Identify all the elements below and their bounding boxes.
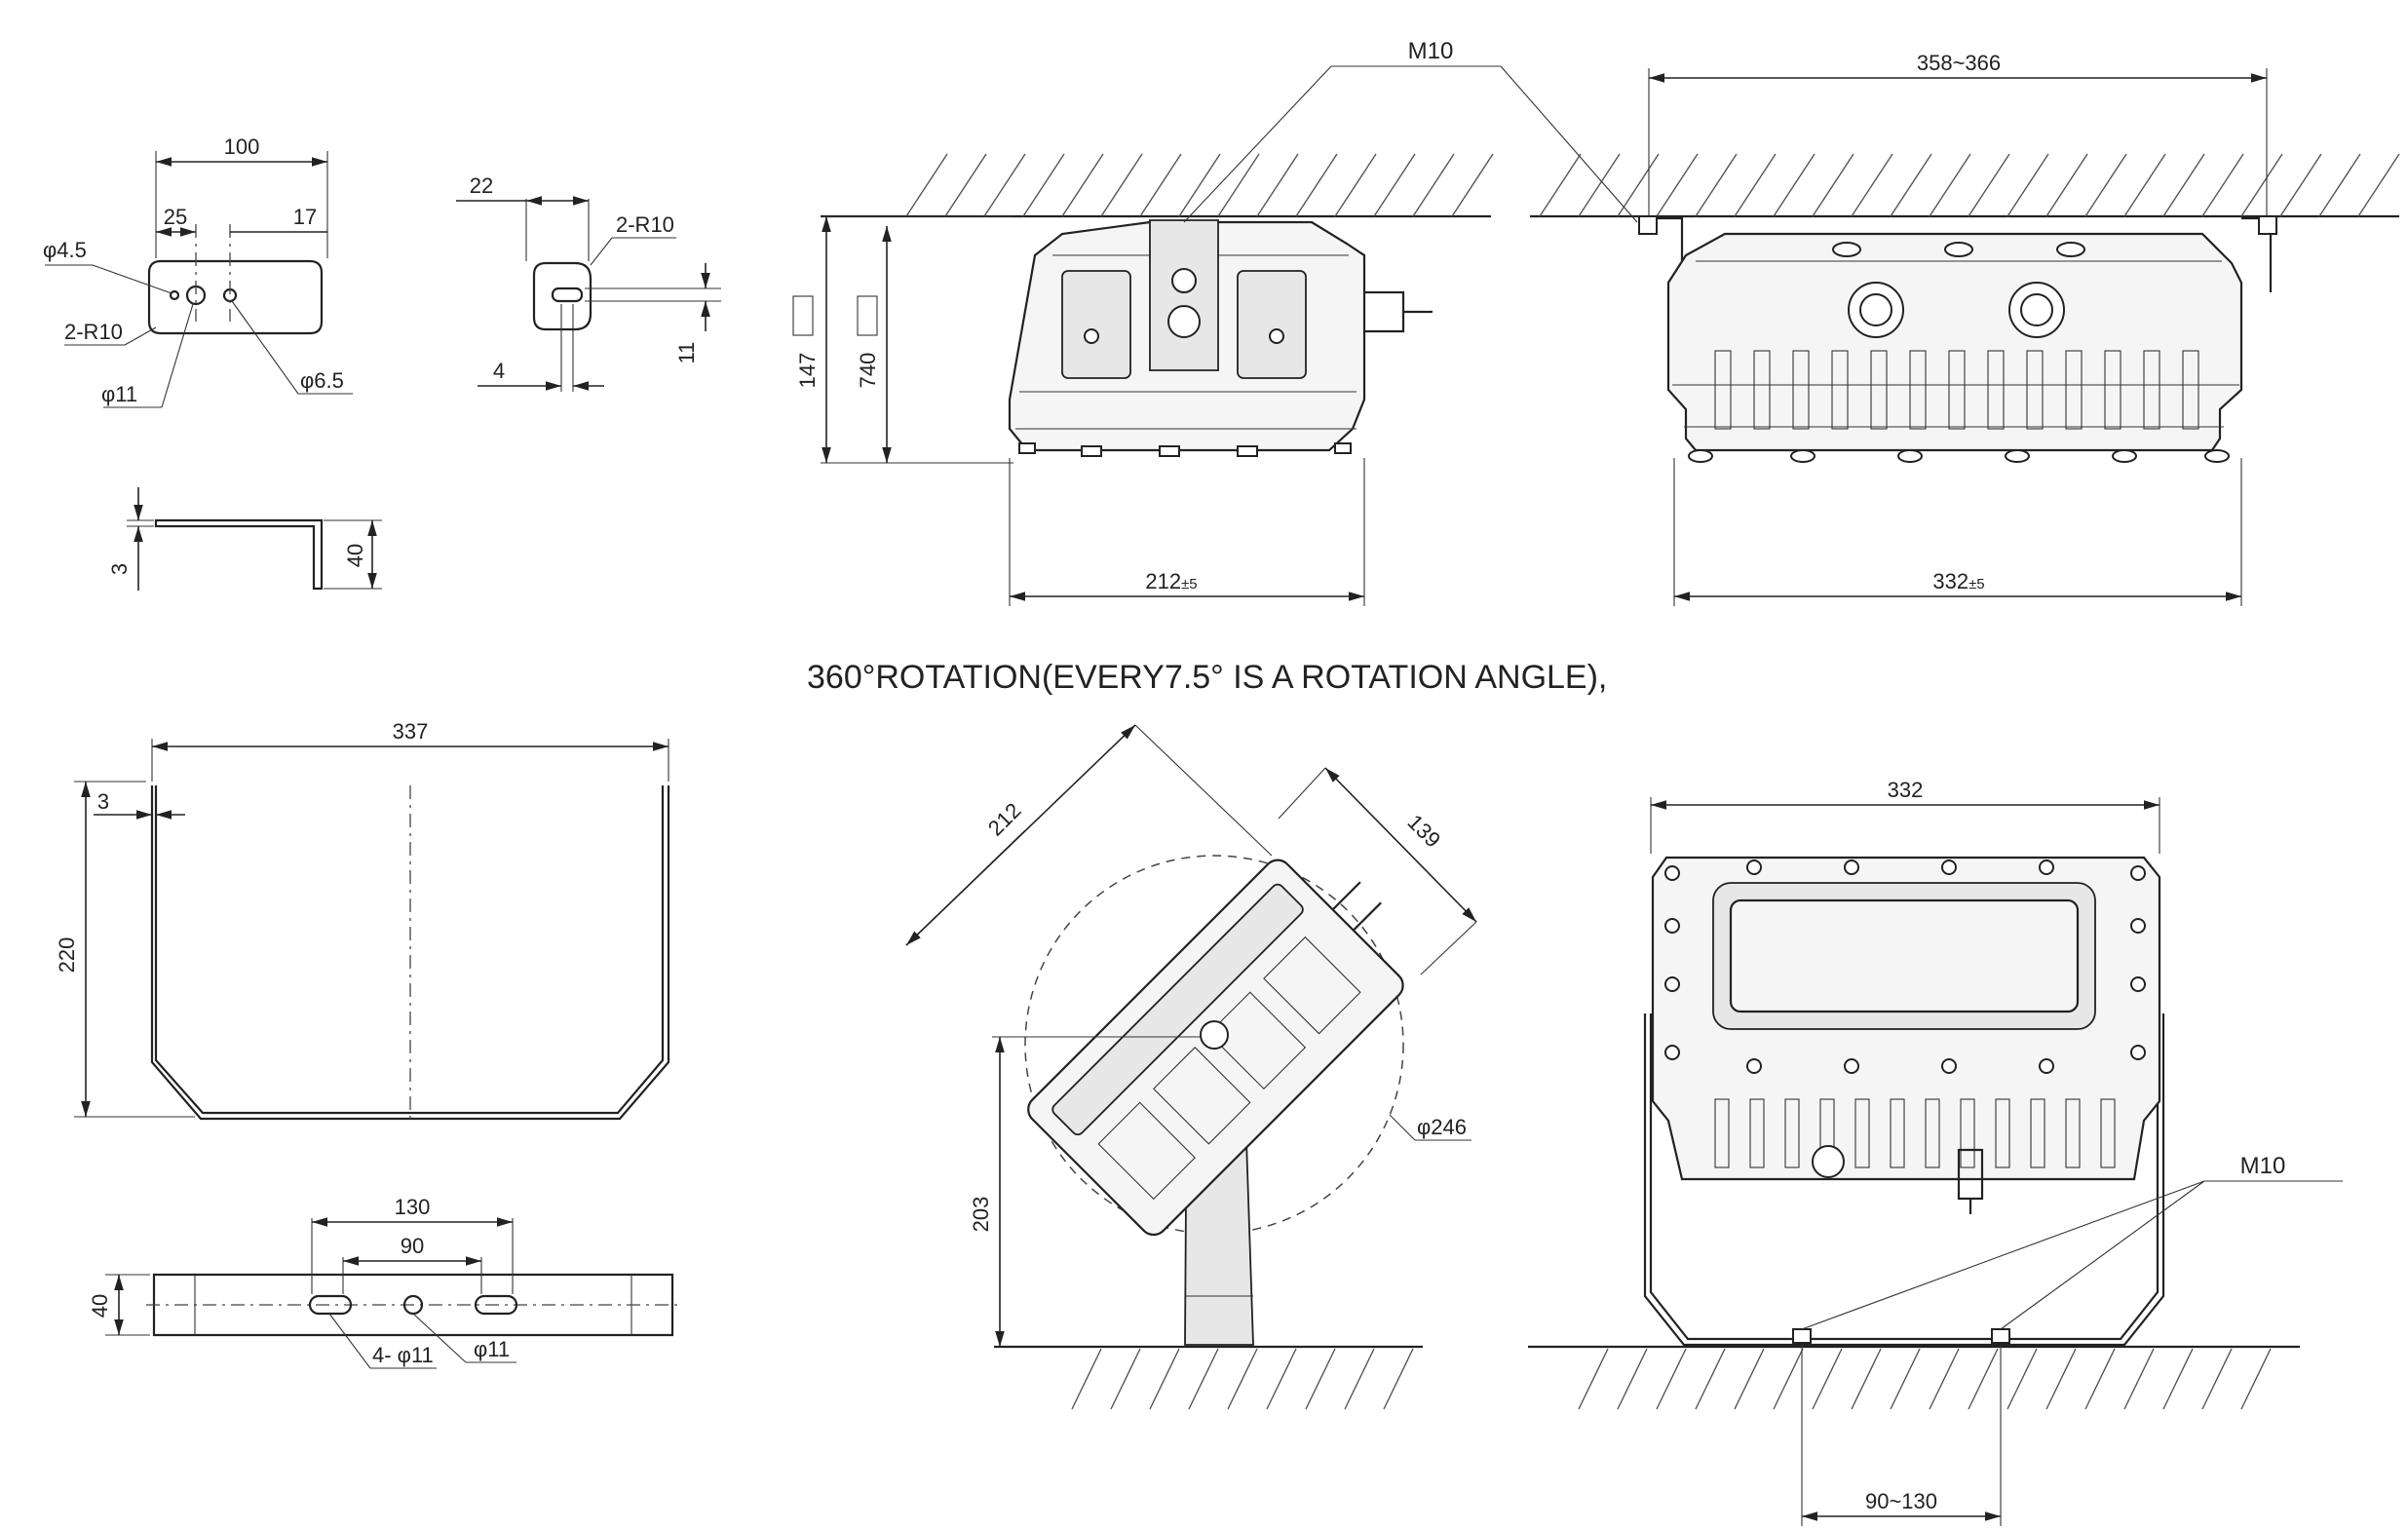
label-m10-ceiling: M10 xyxy=(1408,38,1454,64)
dim-40-side: 40 xyxy=(343,544,367,567)
tilted-view: 212 139 φ246 203 xyxy=(905,724,1477,1410)
label-phi-11-bottom: φ11 xyxy=(474,1337,510,1361)
dim-3-front: 3 xyxy=(97,789,109,814)
front-view-top-screws xyxy=(1832,242,2085,257)
bracket-end-view: 22 2-R10 4 11 xyxy=(456,173,721,392)
side-view-feet xyxy=(1018,442,1352,457)
floor-front-view: M10 332 90~130 xyxy=(1528,778,2343,1526)
front-view-fins xyxy=(1714,350,2199,430)
dim-25: 25 xyxy=(164,205,187,229)
u-bracket-bottom: 130 90 40 4- φ11 φ11 xyxy=(88,1195,682,1369)
dim-139: 139 xyxy=(1402,810,1445,853)
dim-4: 4 xyxy=(493,359,505,383)
ceiling-hatch-right xyxy=(1539,153,2400,217)
label-phi-6-5: φ6.5 xyxy=(300,368,344,393)
dim-332-bottom: 332 xyxy=(1888,778,1924,802)
dim-3-side: 3 xyxy=(107,563,132,575)
label-2-r10-top: 2-R10 xyxy=(64,320,123,344)
dim-100: 100 xyxy=(224,134,260,159)
dim-11: 11 xyxy=(674,342,699,364)
dim-212: 212±5 xyxy=(1145,569,1197,593)
rotation-note: 360°ROTATION(EVERY7.5° IS A ROTATION ANG… xyxy=(807,659,1607,696)
dim-130: 130 xyxy=(395,1195,431,1219)
bracket-top-view: 100 25 17 φ4.5 2-R10 φ11 φ6.5 xyxy=(43,134,353,408)
dim-90-130: 90~130 xyxy=(1865,1489,1937,1513)
dim-337: 337 xyxy=(393,719,429,744)
label-phi-246: φ246 xyxy=(1417,1115,1467,1139)
dim-220: 220 xyxy=(55,937,79,974)
dim-40-bottom: 40 xyxy=(88,1294,112,1318)
label-m10-floor: M10 xyxy=(2240,1153,2286,1179)
label-2-r10-end: 2-R10 xyxy=(616,212,674,237)
dim-332-top: 332±5 xyxy=(1932,569,1984,593)
label-4-phi-11: 4- φ11 xyxy=(372,1343,434,1367)
dim-17: 17 xyxy=(293,205,317,229)
dim-358-366: 358~366 xyxy=(1917,51,2001,75)
floor-view-screws xyxy=(1664,860,2146,1074)
front-view-feet xyxy=(1688,449,2230,463)
dim-212-tilted: 212 xyxy=(983,798,1026,841)
dim-90: 90 xyxy=(401,1234,424,1258)
dim-740: 740 xyxy=(856,353,880,389)
dim-147: 147 xyxy=(795,353,820,389)
bracket-side-view: 3 40 xyxy=(107,487,382,591)
u-bracket-front: 337 3 220 xyxy=(55,719,670,1121)
dim-203: 203 xyxy=(969,1197,993,1233)
label-phi-4-5: φ4.5 xyxy=(43,238,87,262)
ceiling-side-view: M10 147 740 212±5 xyxy=(792,38,1501,606)
label-phi-11-top: φ11 xyxy=(101,382,137,406)
ceiling-front-view: 358~366 332±5 xyxy=(1500,51,2400,606)
dim-22: 22 xyxy=(470,173,493,198)
ceiling-hatch-left xyxy=(905,153,1494,217)
floor-view-fins xyxy=(1714,1098,2116,1168)
